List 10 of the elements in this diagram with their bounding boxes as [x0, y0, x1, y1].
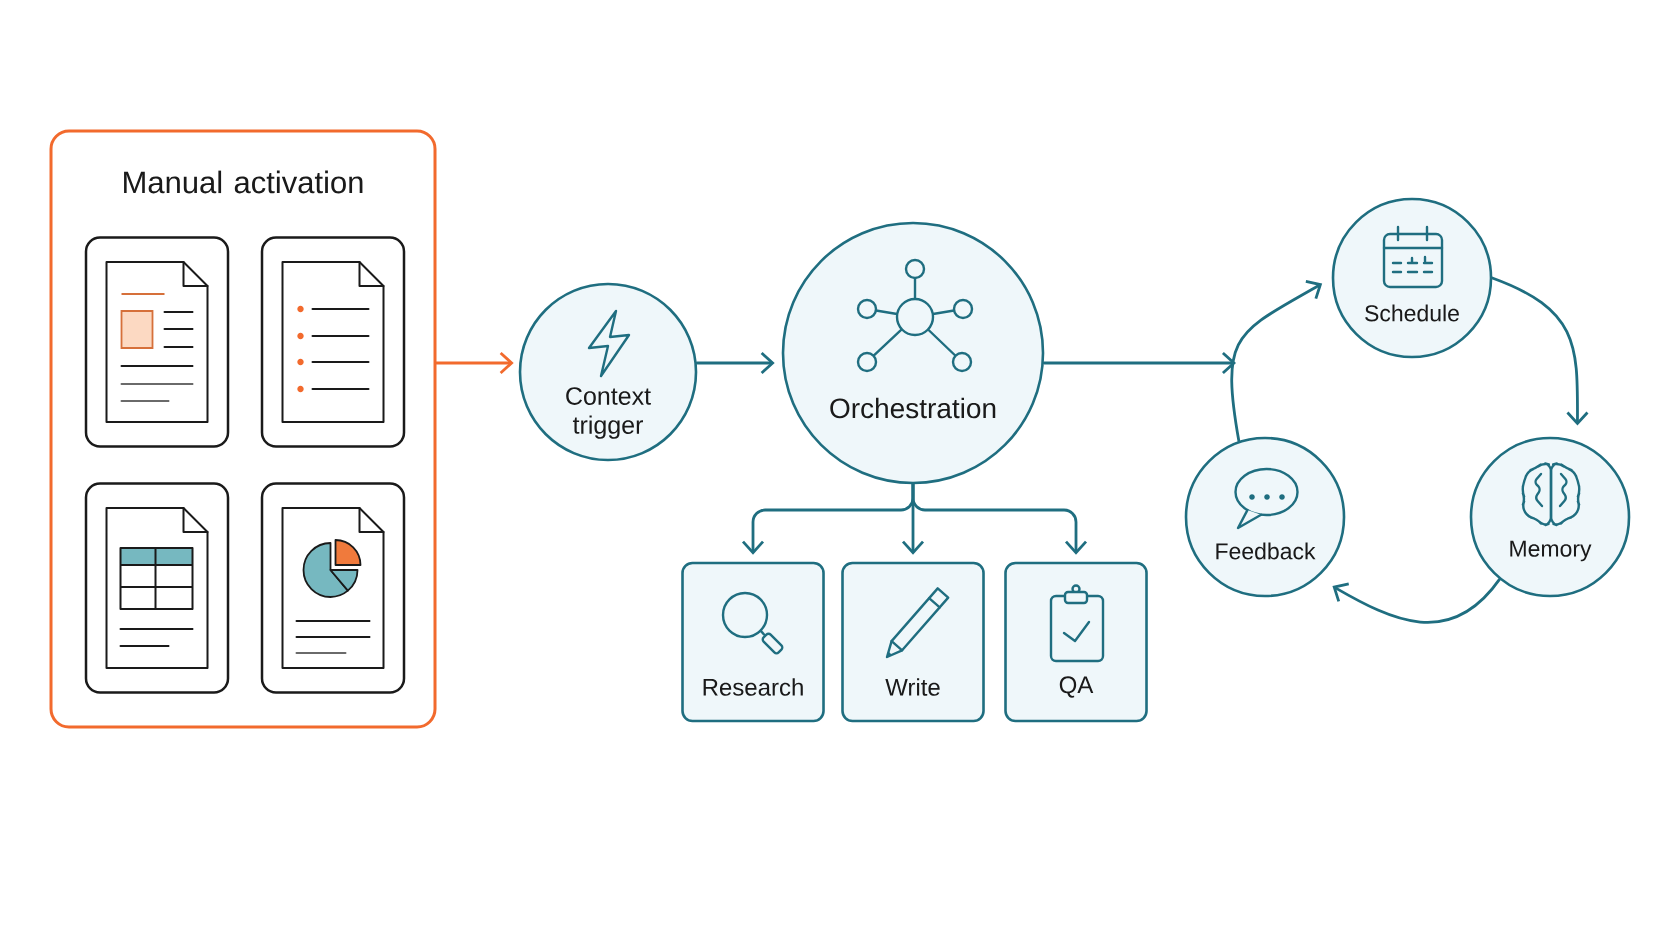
arrow	[1490, 276, 1589, 426]
task-box: Research	[681, 561, 825, 723]
arrow	[1332, 578, 1501, 624]
arrow	[1230, 280, 1323, 443]
task-box: QA	[1004, 561, 1148, 723]
arrow	[435, 351, 514, 375]
arrow	[1042, 351, 1236, 375]
arrow	[911, 482, 1088, 555]
task-box: Write	[841, 561, 985, 723]
arrow	[695, 351, 775, 375]
